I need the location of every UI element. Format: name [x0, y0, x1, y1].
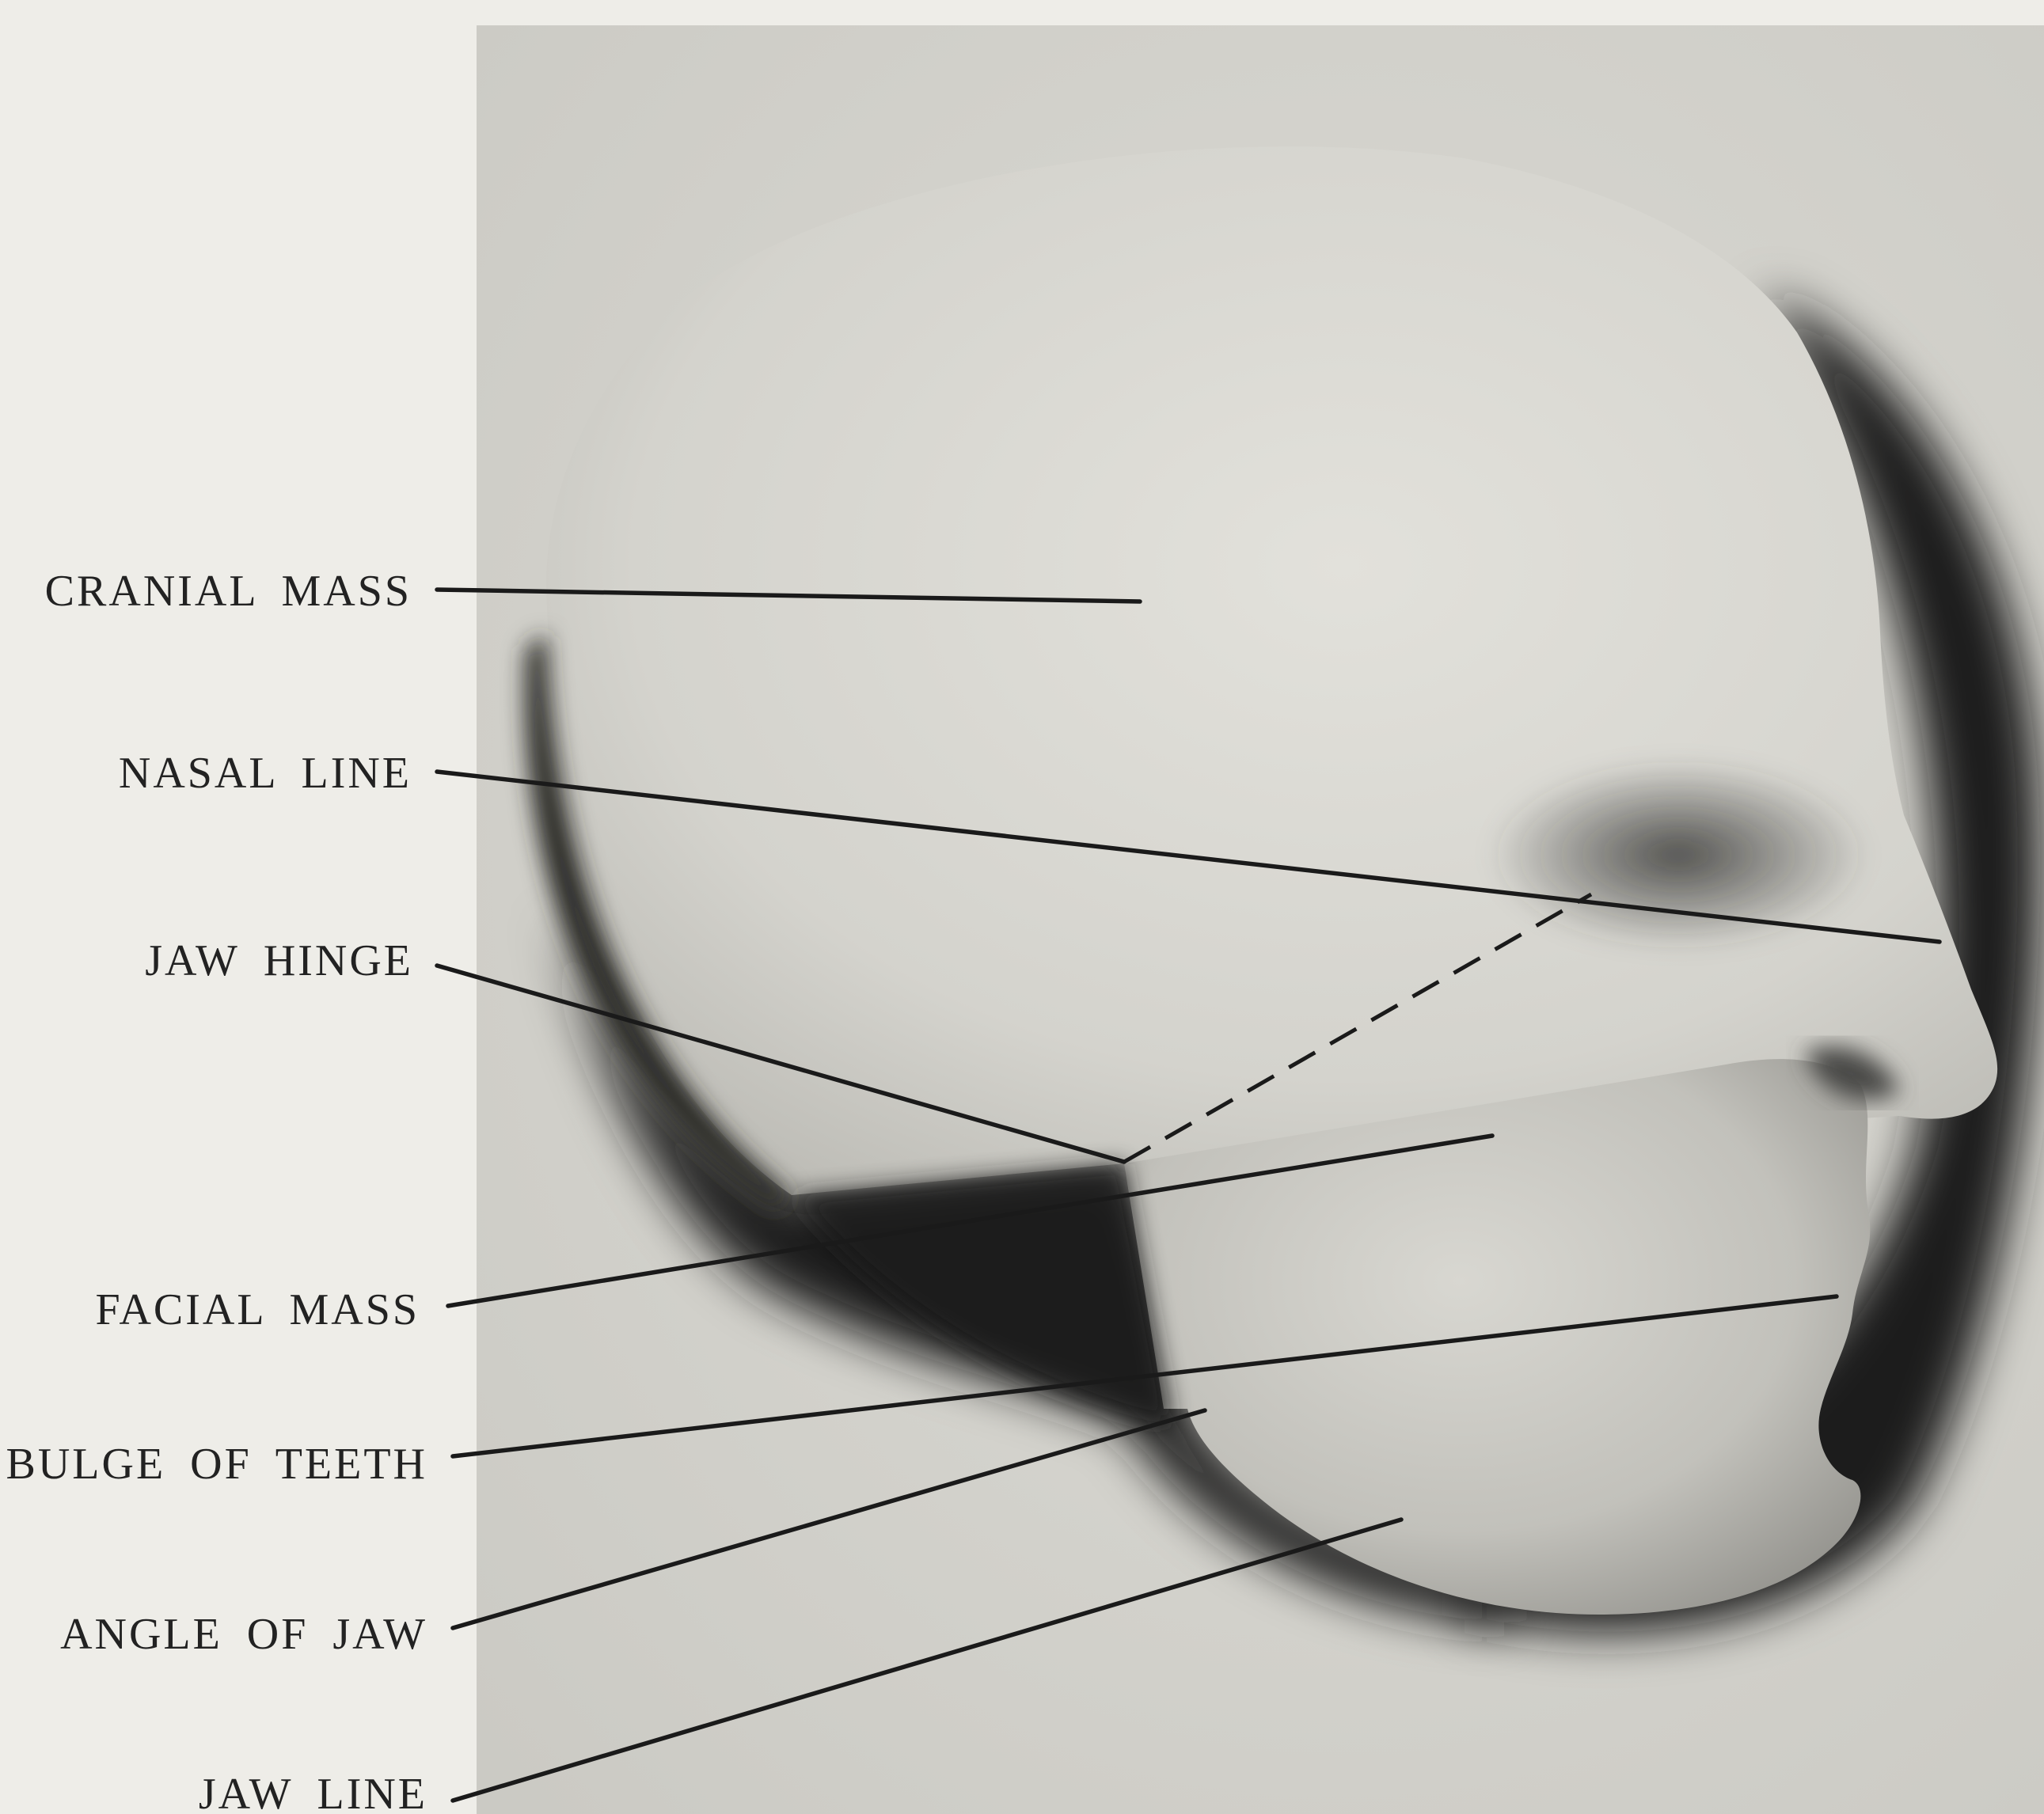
label-jaw-hinge: JAW HINGE — [145, 936, 413, 985]
label-jaw-line: JAW LINE — [199, 1770, 427, 1814]
label-nasal-line: NASAL LINE — [119, 749, 412, 798]
label-cranial-mass: CRANIAL MASS — [45, 567, 412, 616]
label-bulge-of-teeth: BULGE OF TEETH — [6, 1440, 428, 1489]
label-angle-of-jaw: ANGLE OF JAW — [60, 1610, 427, 1659]
label-facial-mass: FACIAL MASS — [95, 1285, 420, 1334]
